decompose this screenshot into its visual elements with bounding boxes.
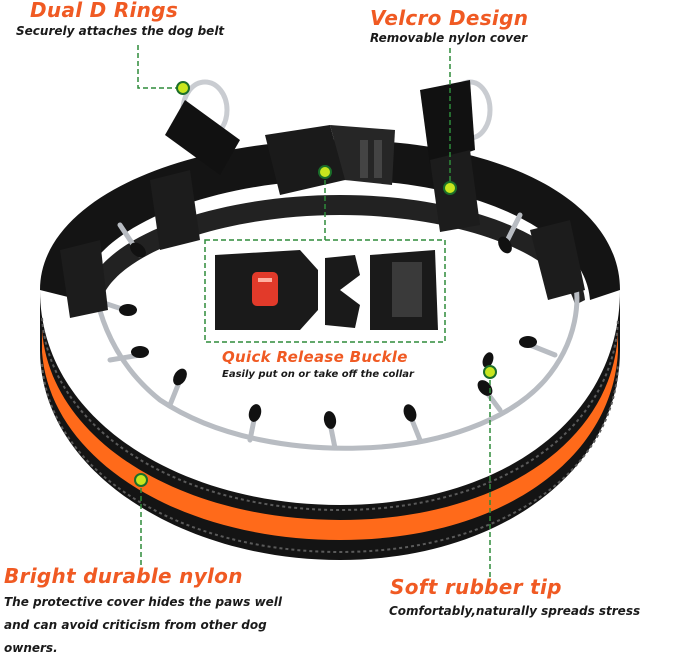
nylon-line-3: owners. [4, 641, 58, 655]
top-buckle [265, 125, 395, 195]
nylon-description: The protective cover hides the paws well… [4, 591, 344, 660]
d-rings-title: Dual D Rings [30, 0, 179, 22]
d-ring-straps [165, 80, 475, 175]
buckle-detail-box [204, 239, 446, 343]
velcro-subtitle: Removable nylon cover [370, 31, 528, 45]
buckle-title: Quick Release Buckle [222, 348, 408, 366]
d-rings-subtitle: Securely attaches the dog belt [16, 24, 225, 38]
rubber-tips [119, 236, 537, 429]
nylon-line-1: The protective cover hides the paws well [4, 595, 283, 609]
nylon-line-2: and can avoid criticism from other dog [4, 618, 267, 632]
velcro-flaps [60, 150, 585, 318]
velcro-title: Velcro Design [370, 6, 529, 30]
callout-dots [134, 81, 497, 487]
collar-front-band [40, 290, 620, 560]
nylon-title: Bright durable nylon [4, 564, 243, 588]
buckle-subtitle: Easily put on or take off the collar [222, 369, 414, 380]
rubber-title: Soft rubber tip [390, 575, 562, 599]
leader-lines [137, 45, 491, 580]
rubber-subtitle: Comfortably,naturally spreads stress [389, 604, 641, 618]
